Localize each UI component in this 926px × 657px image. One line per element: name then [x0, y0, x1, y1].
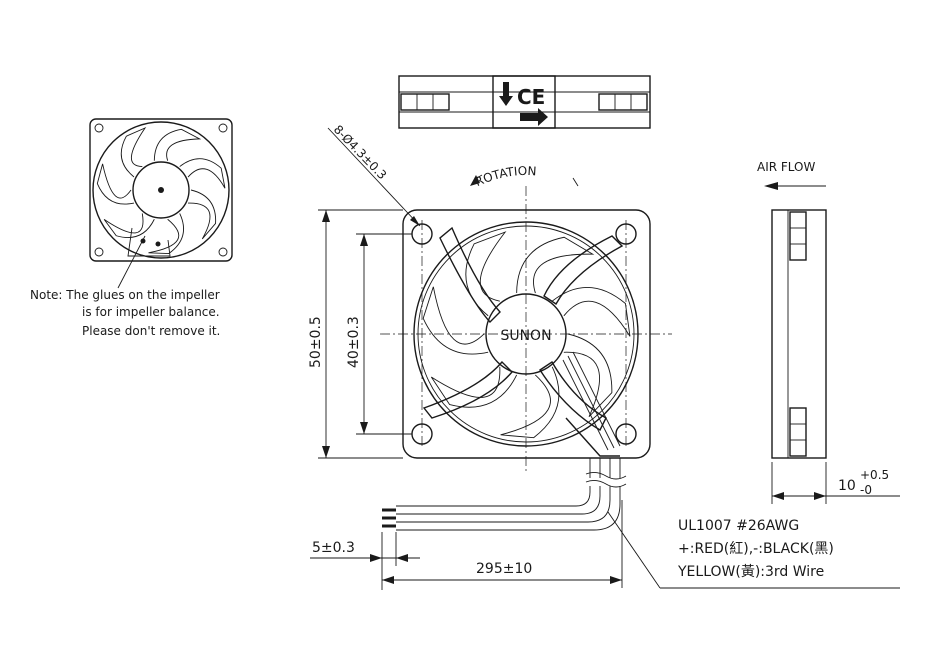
- note-line-2: is for impeller balance.: [82, 305, 220, 319]
- impeller-note: Note: The glues on the impeller is for i…: [30, 288, 220, 338]
- hole-dimension: 8-Ø4.3±0.3: [331, 122, 389, 182]
- outer-dimension-text: 50±0.5: [308, 316, 324, 368]
- wire-specification: UL1007 #26AWG +:RED(紅),-:BLACK(黑) YELLOW…: [607, 511, 900, 589]
- frame-strut: [539, 361, 607, 431]
- impeller-blade: [500, 366, 560, 439]
- hole-callout: 8-Ø4.3±0.3: [327, 122, 421, 227]
- rotation-indicator: ROTATION: [470, 164, 579, 189]
- impeller-blade: [422, 286, 489, 355]
- impeller-blade: [551, 286, 631, 337]
- thickness-upper-tol: +0.5: [860, 468, 889, 482]
- dimension-strip: 5±0.3: [310, 532, 420, 590]
- frame-struts: [422, 226, 624, 431]
- rotation-label: ROTATION: [473, 164, 537, 189]
- rotation-label-wrap: ROTATION: [473, 164, 537, 189]
- lead-length-text: 295±10: [476, 561, 532, 577]
- ce-text: CE: [517, 85, 545, 109]
- lead-wires: [382, 458, 627, 531]
- side-view: AIR FLOW 10 +0.5 -0: [757, 160, 900, 504]
- impeller-blade: [188, 189, 217, 240]
- strip-dimension-text: 5±0.3: [312, 540, 355, 556]
- thickness-lower-tol: -0: [860, 483, 872, 497]
- impeller-blade: [516, 236, 595, 294]
- impeller-blade: [96, 163, 135, 205]
- air-flow-label: AIR FLOW: [757, 160, 816, 174]
- dimension-outer: 50±0.5: [308, 209, 403, 459]
- dimension-hole-pitch: 40±0.3: [346, 233, 412, 435]
- hole-pitch-text: 40±0.3: [346, 316, 362, 368]
- impeller-blade: [153, 128, 202, 161]
- impeller-blade: [430, 366, 518, 408]
- impeller-blade: [148, 213, 184, 254]
- front-view: SUNON: [380, 186, 672, 472]
- impeller-blade: [465, 231, 507, 317]
- front-impeller-blades: [422, 231, 631, 439]
- impeller-blade: [103, 213, 155, 238]
- impeller-blade: [179, 158, 226, 189]
- note-line-1: Note: The glues on the impeller: [30, 288, 220, 302]
- ce-mark: CE: [499, 82, 548, 126]
- impeller-blade: [120, 126, 147, 178]
- impeller-blade: [563, 333, 613, 418]
- glue-dot: [155, 241, 161, 247]
- wire-spec-line-3: YELLOW(黃):3rd Wire: [677, 564, 824, 580]
- top-side-view: CE: [398, 75, 651, 129]
- frame-strut: [439, 226, 501, 324]
- dimension-lead-length: 295±10: [382, 500, 623, 588]
- rear-view: [89, 118, 233, 289]
- thickness-base: 10: [838, 478, 856, 494]
- rear-impeller-blades: [96, 126, 226, 254]
- wire-spec-line-1: UL1007 #26AWG: [678, 518, 799, 534]
- frame-strut: [422, 360, 513, 419]
- note-line-3: Please don't remove it.: [82, 324, 220, 338]
- wire-spec-line-2: +:RED(紅),-:BLACK(黑): [678, 541, 834, 557]
